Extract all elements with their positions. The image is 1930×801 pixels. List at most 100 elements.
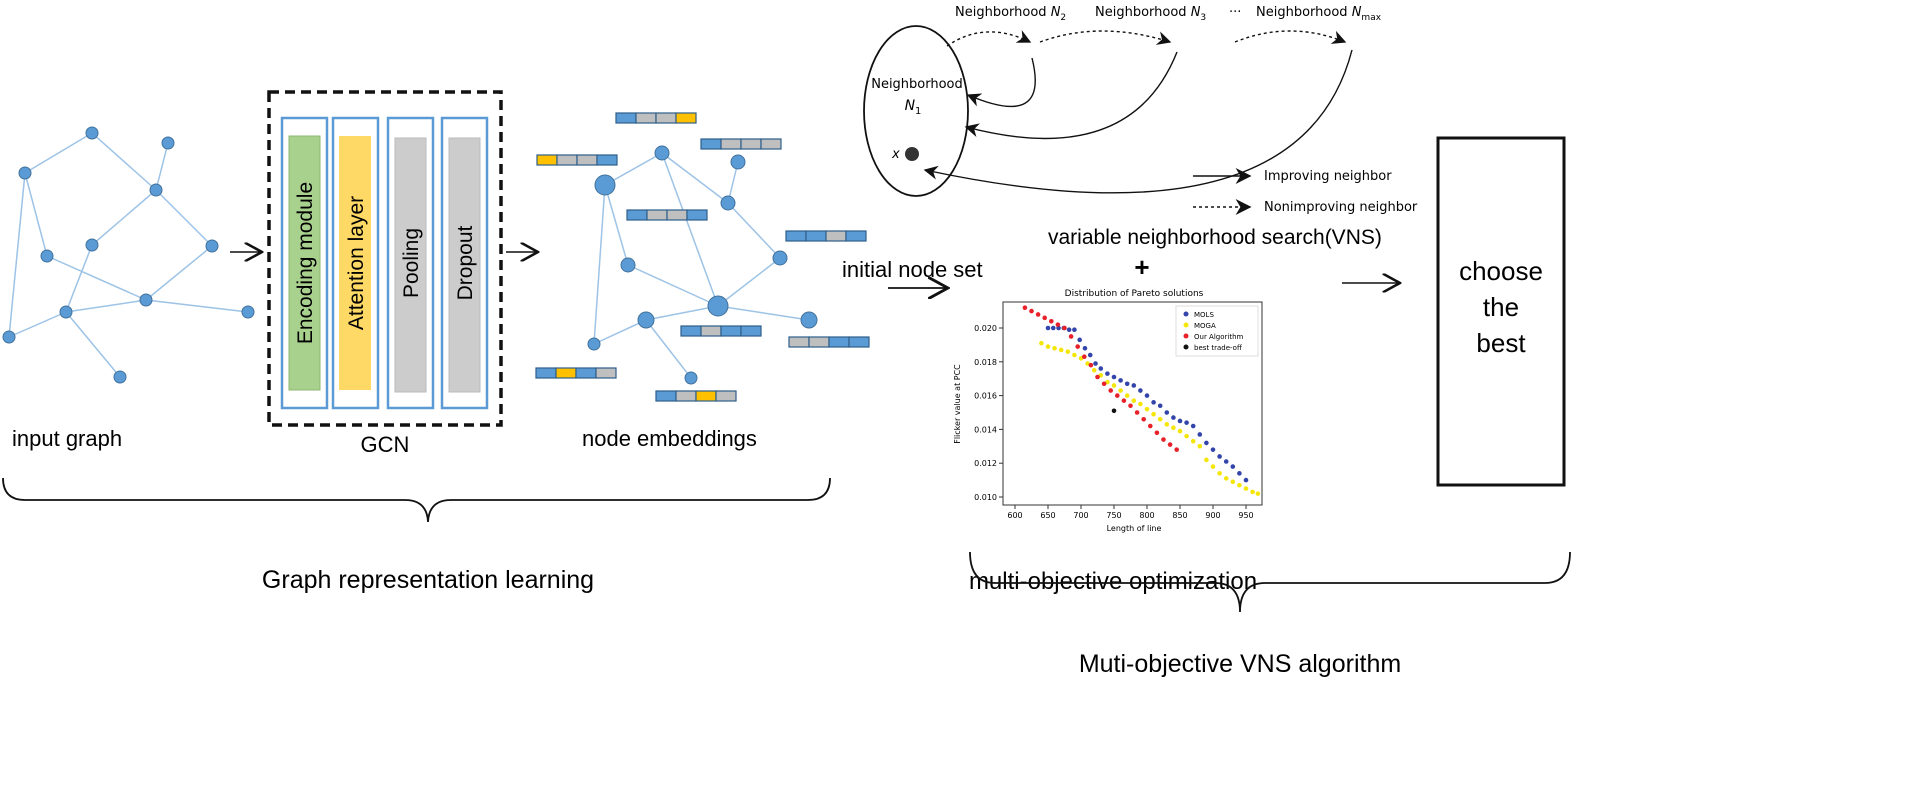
data-point-moga <box>1131 398 1137 403</box>
embedding-cell <box>808 336 830 348</box>
data-point-mols <box>1237 471 1242 476</box>
data-point-mols <box>1151 400 1156 405</box>
data-point-mols <box>1210 447 1216 452</box>
graph-node <box>800 311 818 329</box>
embedding-cell <box>680 325 702 337</box>
embedding-cell <box>845 230 867 242</box>
embedding-cell <box>700 138 722 150</box>
data-point-mols <box>1098 366 1104 371</box>
plus-sign: + <box>1134 252 1149 282</box>
graph-edge <box>8 311 67 338</box>
embedding-cell <box>675 112 697 124</box>
graph-edge <box>8 172 26 338</box>
data-point-mols <box>1144 393 1150 398</box>
pareto-chart: Distribution of Pareto solutions Length … <box>953 289 1263 533</box>
embedding-cell <box>635 112 657 124</box>
data-point-our-algorithm <box>1167 442 1173 447</box>
graph-node <box>587 337 601 351</box>
data-point-moga <box>1255 491 1261 496</box>
vns-label: variable neighborhood search(VNS) <box>1048 226 1382 249</box>
graph-node <box>161 136 175 150</box>
graph-node <box>205 239 219 253</box>
graph-edge <box>155 142 169 191</box>
data-point-mols <box>1217 454 1222 459</box>
y-tick-label: 0.010 <box>974 493 997 502</box>
data-point-mols <box>1177 418 1183 424</box>
data-point-moga <box>1217 471 1222 476</box>
embedding-cell <box>686 209 708 221</box>
embedding-cell <box>535 367 557 379</box>
node-embeddings-label: node embeddings <box>582 426 757 451</box>
data-point-moga <box>1204 457 1209 463</box>
data-point-our-algorithm <box>1095 374 1100 380</box>
embedding-cell <box>700 325 722 337</box>
vns-algorithm-brace <box>969 551 1571 613</box>
embedding-cell <box>740 325 762 337</box>
data-point-our-algorithm <box>1121 398 1127 403</box>
multi-objective-optimization-label: multi-objective optimization <box>969 568 1257 595</box>
data-point-moga <box>1058 347 1064 353</box>
graph-edge <box>91 189 157 246</box>
legend-entry: Our Algorithm <box>1194 333 1244 341</box>
data-point-mols <box>1072 327 1077 332</box>
data-point-moga <box>1144 406 1150 412</box>
data-point-our-algorithm <box>1035 312 1041 317</box>
graph-node <box>594 174 616 196</box>
data-point-mols <box>1124 381 1130 387</box>
graph-edge <box>46 255 147 301</box>
muti-objective-vns-label: Muti-objective VNS algorithm <box>1079 650 1401 678</box>
data-point-our-algorithm <box>1029 308 1034 314</box>
embedding-cell <box>615 112 637 124</box>
data-point-our-algorithm <box>1022 305 1028 311</box>
embedding-cell <box>720 325 742 337</box>
embedding-cell <box>825 230 847 242</box>
data-point-moga <box>1237 482 1242 488</box>
data-point-mols <box>1082 345 1088 351</box>
graph-edge <box>145 245 213 301</box>
embedding-cell <box>655 112 677 124</box>
data-point-mols <box>1184 420 1189 425</box>
data-point-mols <box>1190 423 1196 429</box>
x-tick-label: 600 <box>1007 511 1022 520</box>
data-point-mols <box>1230 464 1236 469</box>
data-point-moga <box>1250 489 1255 495</box>
graph-learning-brace <box>2 477 831 523</box>
data-point-mols <box>1131 383 1137 388</box>
data-point-moga <box>1045 344 1051 349</box>
data-point-our-algorithm <box>1062 325 1067 331</box>
neighborhood-n2-label: Neighborhood N2 <box>955 5 1066 23</box>
embedding-cell <box>720 138 742 150</box>
graph-node <box>139 293 153 307</box>
data-point-moga <box>1157 416 1163 422</box>
y-tick-label: 0.012 <box>974 459 997 468</box>
embedding-cell <box>675 390 697 402</box>
data-point-mols <box>1171 415 1176 420</box>
attention-layer: Attention layer <box>331 116 380 410</box>
choose-line2: the <box>1483 292 1519 322</box>
legend-improving: Improving neighbor <box>1264 169 1392 184</box>
embedding-cell <box>666 209 688 221</box>
data-point-moga <box>1190 438 1196 444</box>
data-point-our-algorithm <box>1148 423 1153 429</box>
data-point-our-algorithm <box>1101 381 1107 387</box>
legend-nonimproving: Nonimproving neighbor <box>1264 200 1418 215</box>
graph-representation-learning-label: Graph representation learning <box>262 566 594 594</box>
data-point-moga <box>1052 345 1057 351</box>
data-point-moga <box>1197 444 1203 449</box>
data-point-mols <box>1118 378 1123 383</box>
embedding-cell <box>555 367 577 379</box>
graph-edge <box>593 319 647 345</box>
dropout-layer: Dropout <box>440 116 489 410</box>
graph-edge <box>593 184 606 345</box>
data-point-moga <box>1118 388 1123 393</box>
data-point-mols <box>1105 371 1110 376</box>
embedding-cell <box>805 230 827 242</box>
graph-edge <box>24 172 48 257</box>
neighborhood-n3-label: Neighborhood N3 <box>1095 5 1206 23</box>
graph-edge <box>604 184 629 266</box>
graph-edge <box>24 132 93 174</box>
data-point-our-algorithm <box>1042 315 1047 321</box>
y-tick-label: 0.018 <box>974 358 997 367</box>
data-point-our-algorithm <box>1068 334 1074 339</box>
